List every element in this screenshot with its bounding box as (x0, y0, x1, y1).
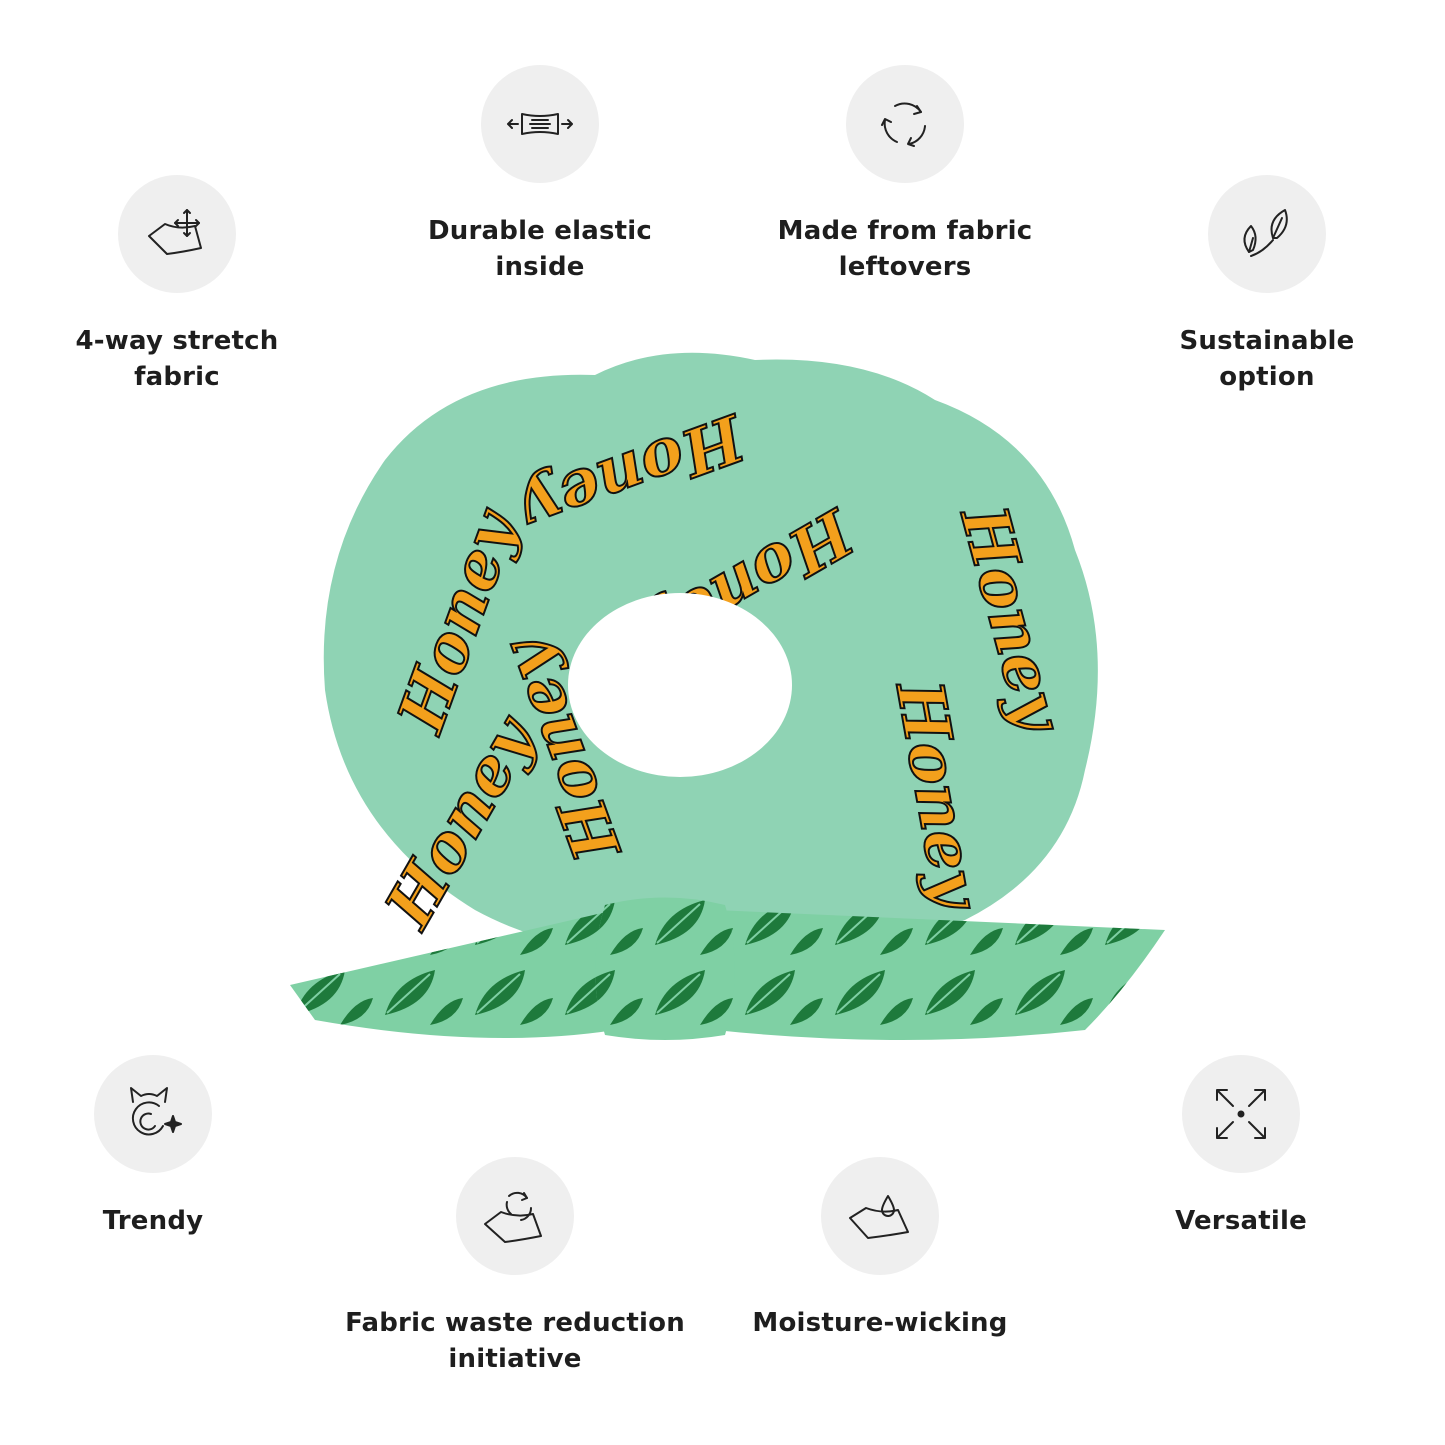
feature-label: Moisture-wicking (752, 1308, 1008, 1338)
feature-sustainable: Sustainable option (1097, 175, 1437, 395)
feature-label: Durable elastic inside (428, 216, 652, 282)
feature-moisture-wicking: Moisture-wicking (710, 1157, 1050, 1341)
feature-durable-elastic: Durable elastic inside (370, 65, 710, 285)
leaves-icon (1208, 175, 1326, 293)
scrunchie-bow (290, 897, 1165, 1040)
expand-arrows-icon (1182, 1055, 1300, 1173)
feature-label: 4-way stretch fabric (75, 326, 279, 392)
fabric-recycle-icon (456, 1157, 574, 1275)
scrunchie-product-image: Honey Honey Honey Honey Honey Honey Hone… (285, 330, 1185, 1050)
feature-trendy: Trendy (0, 1055, 323, 1239)
scrunchie-body (323, 352, 1098, 952)
moisture-drop-icon (821, 1157, 939, 1275)
feature-label: Fabric waste reduction initiative (345, 1308, 685, 1374)
recycle-icon (846, 65, 964, 183)
stretch-fabric-icon (118, 175, 236, 293)
feature-label: Sustainable option (1179, 326, 1355, 392)
feature-label: Versatile (1175, 1206, 1307, 1236)
feature-label: Made from fabric leftovers (777, 216, 1033, 282)
feature-waste-reduction: Fabric waste reduction initiative (345, 1157, 685, 1377)
elastic-icon (481, 65, 599, 183)
feature-versatile: Versatile (1071, 1055, 1411, 1239)
feature-stretch-fabric: 4-way stretch fabric (7, 175, 347, 395)
trendy-cat-icon (94, 1055, 212, 1173)
feature-fabric-leftovers: Made from fabric leftovers (735, 65, 1075, 285)
feature-label: Trendy (102, 1206, 204, 1236)
